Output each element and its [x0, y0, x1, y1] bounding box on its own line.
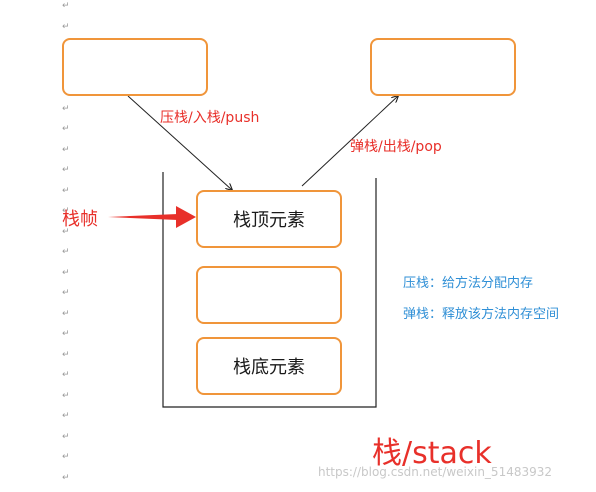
paragraph-mark: ↵: [62, 145, 70, 155]
paragraph-mark: ↵: [62, 1, 70, 11]
paragraph-mark: ↵: [62, 350, 70, 360]
paragraph-mark: ↵: [62, 247, 70, 257]
top-left-box: [62, 38, 208, 96]
paragraph-mark: ↵: [62, 309, 70, 319]
paragraph-mark: ↵: [62, 391, 70, 401]
paragraph-mark: ↵: [62, 473, 70, 483]
paragraph-mark: ↵: [62, 186, 70, 196]
push-arrow: [127, 95, 232, 190]
stack-top-label: 栈顶元素: [233, 210, 305, 231]
stack-frame-pointer: [108, 214, 178, 220]
pop-note: 弹栈：释放该方法内存空间: [403, 307, 560, 322]
push-note: 压栈：给方法分配内存: [403, 276, 534, 291]
paragraph-mark: ↵: [62, 411, 70, 421]
stack-middle-box: [196, 266, 342, 324]
paragraph-mark: ↵: [62, 288, 70, 298]
paragraph-mark: ↵: [62, 268, 70, 278]
paragraph-mark: ↵: [62, 104, 70, 114]
diagram-title: 栈/stack: [372, 436, 492, 471]
stack-container: [162, 172, 377, 408]
paragraph-mark: ↵: [62, 370, 70, 380]
pop-label: 弹栈/出栈/pop: [350, 139, 442, 155]
paragraph-mark: ↵: [62, 124, 70, 134]
paragraph-mark: ↵: [62, 165, 70, 175]
stack-top-box: 栈顶元素: [196, 190, 342, 248]
pop-arrow: [301, 96, 398, 187]
paragraph-mark: ↵: [62, 206, 70, 216]
paragraph-mark: ↵: [62, 329, 70, 339]
stack-bottom-label: 栈底元素: [233, 357, 305, 378]
paragraph-mark: ↵: [62, 452, 70, 462]
push-label: 压栈/入栈/push: [160, 110, 260, 126]
stack-frame-pointer-head: [176, 206, 196, 228]
paragraph-mark: ↵: [62, 432, 70, 442]
stack-frame-label: 栈帧: [62, 209, 98, 230]
paragraph-mark: ↵: [62, 227, 70, 237]
top-right-box: [370, 38, 516, 96]
paragraph-mark: ↵: [62, 22, 70, 32]
watermark: https://blog.csdn.net/weixin_51483932: [318, 465, 553, 479]
stack-bottom-box: 栈底元素: [196, 337, 342, 395]
